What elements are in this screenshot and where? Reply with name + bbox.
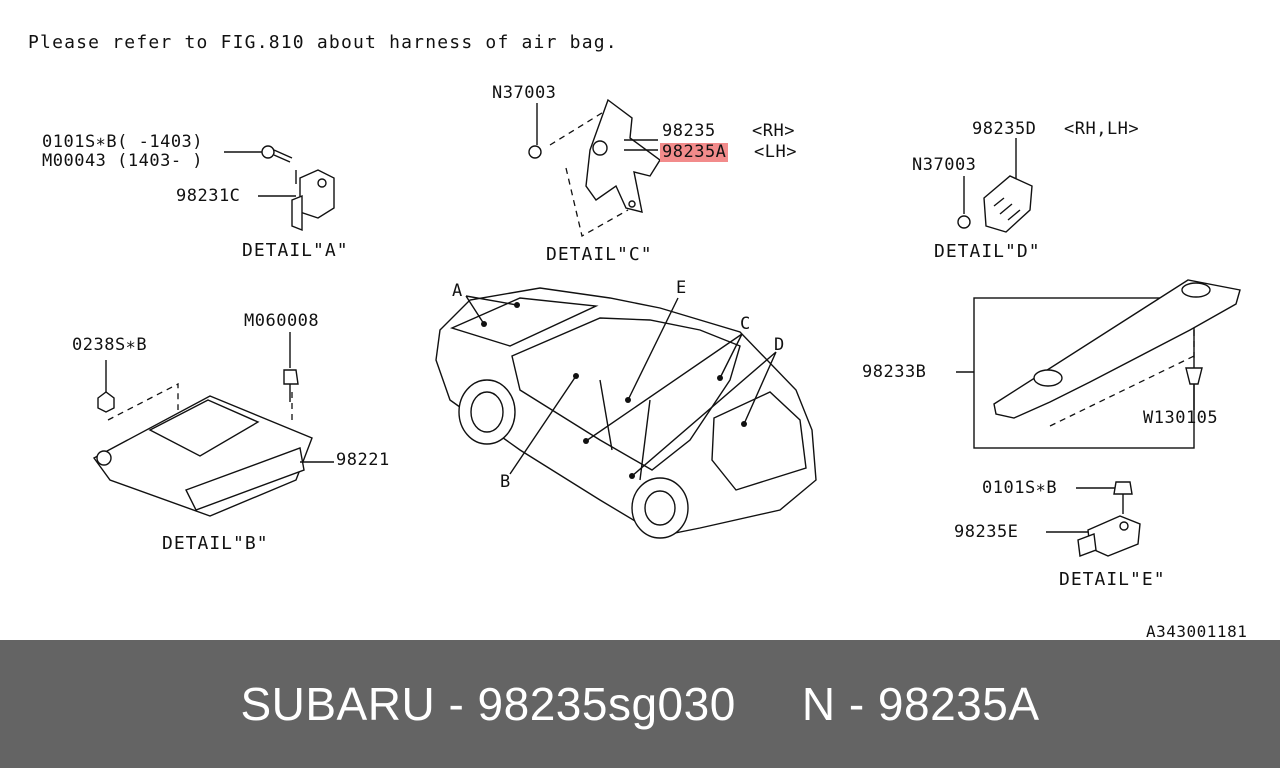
detail-d-side-label: <RH,LH> bbox=[1064, 119, 1140, 139]
side-sensor-c bbox=[585, 98, 661, 213]
car-marker-b: B bbox=[500, 472, 511, 492]
detail-a-drawing bbox=[224, 145, 335, 232]
detail-c-part-rh: 98235 bbox=[662, 121, 716, 141]
bolt-icon bbox=[261, 145, 275, 159]
detail-e-sensor-label: 98235E bbox=[954, 522, 1019, 542]
car-marker-d: D bbox=[774, 335, 785, 355]
part-number-banner: SUBARU - 98235sg030 N - 98235A bbox=[0, 640, 1280, 768]
detail-c-nut-label: N37003 bbox=[492, 83, 557, 103]
detail-d-nut-label: N37003 bbox=[912, 155, 977, 175]
detail-d-drawing bbox=[957, 138, 1033, 233]
car-marker-c: C bbox=[740, 314, 751, 334]
detail-a-sensor-label: 98231C bbox=[176, 186, 241, 206]
banner-right-text: N - 98235A bbox=[801, 678, 1040, 730]
detail-a-bolt-line1: 0101S∗B( -1403) bbox=[42, 132, 204, 152]
detail-c-title: DETAIL"C" bbox=[546, 244, 653, 265]
parts-diagram bbox=[92, 98, 1241, 557]
detail-d-part-label: 98235D bbox=[972, 119, 1037, 139]
detail-b-nut-label: 0238S∗B bbox=[72, 335, 148, 355]
detail-a-bolt-line2: M00043 (1403- ) bbox=[42, 151, 204, 171]
car-marker-a: A bbox=[452, 281, 463, 301]
detail-b-bolt-label: M060008 bbox=[244, 311, 320, 331]
car-drawing bbox=[435, 287, 817, 539]
detail-b-unit-label: 98221 bbox=[336, 450, 390, 470]
harness-note: Please refer to FIG.810 about harness of… bbox=[28, 32, 618, 53]
detail-e-drawing bbox=[1046, 481, 1141, 557]
side-sensor-d bbox=[983, 175, 1033, 233]
detail-c-side-lh: <LH> bbox=[754, 142, 797, 162]
detail-d-title: DETAIL"D" bbox=[934, 241, 1041, 262]
box-clip-label: W130105 bbox=[1143, 408, 1219, 428]
detail-e-bolt-label: 0101S∗B bbox=[982, 478, 1058, 498]
detail-a-title: DETAIL"A" bbox=[242, 240, 349, 261]
curtain-bracket bbox=[993, 279, 1241, 419]
detail-b-title: DETAIL"B" bbox=[162, 533, 269, 554]
box-part-label: 98233B bbox=[862, 362, 927, 382]
detail-c-drawing bbox=[528, 98, 661, 237]
banner-text: SUBARU - 98235sg030 N - 98235A bbox=[0, 640, 1280, 768]
detail-e-title: DETAIL"E" bbox=[1059, 569, 1166, 590]
reference-code: A343001181 bbox=[1146, 622, 1248, 641]
car-marker-e: E bbox=[676, 278, 687, 298]
banner-left-text: SUBARU - 98235sg030 bbox=[240, 678, 736, 730]
detail-b-drawing bbox=[92, 332, 334, 517]
detail-c-side-rh: <RH> bbox=[752, 121, 795, 141]
detail-c-part-lh-highlighted: 98235A bbox=[660, 142, 729, 162]
impact-sensor-a bbox=[299, 169, 335, 219]
curtain-airbag-drawing bbox=[956, 279, 1241, 449]
